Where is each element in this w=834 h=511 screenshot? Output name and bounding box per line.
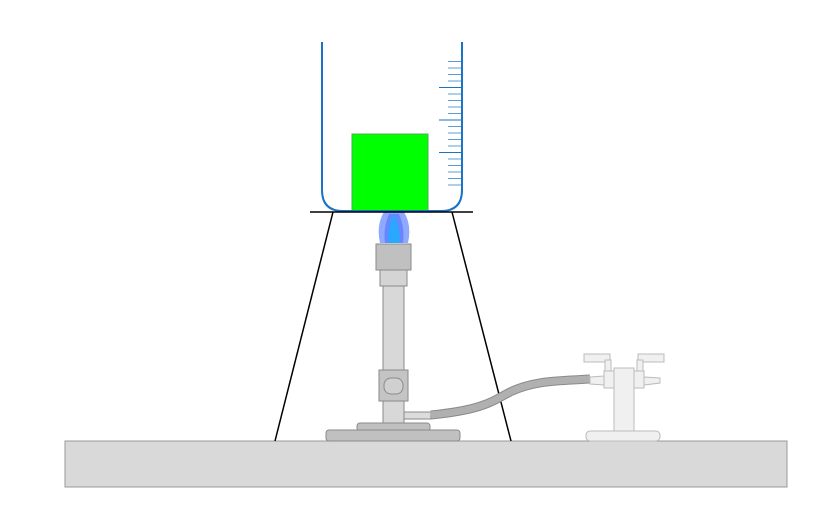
gas-valve [583,353,665,442]
beaker-scale-ticks [439,61,461,186]
flame [378,212,410,243]
tripod-stand [274,211,512,442]
bunsen-burner [325,243,461,442]
beaker [321,42,463,212]
green-block [351,133,429,213]
table [64,440,788,488]
